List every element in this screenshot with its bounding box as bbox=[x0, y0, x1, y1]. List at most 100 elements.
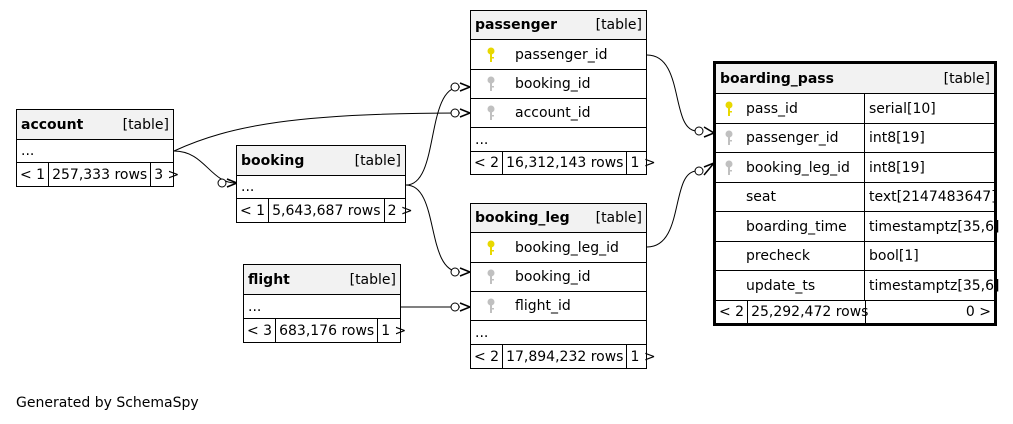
table-name: passenger bbox=[475, 17, 558, 33]
children-count[interactable]: 0 > bbox=[965, 304, 991, 320]
parents-count[interactable]: < 3 bbox=[247, 322, 273, 339]
column-name: flight_id bbox=[515, 298, 571, 314]
row-count: 17,894,232 rows bbox=[502, 345, 628, 368]
table-header: booking [table] bbox=[237, 146, 405, 176]
column-name: account_id bbox=[515, 105, 591, 121]
edge-end-circle bbox=[217, 178, 227, 188]
table-boarding-pass[interactable]: boarding_pass [table] pass_id serial[10]… bbox=[713, 61, 999, 326]
parents-count[interactable]: < 2 bbox=[474, 348, 500, 365]
edge-account-passenger bbox=[173, 112, 461, 152]
table-name: account bbox=[21, 116, 84, 133]
column-row: booking_id bbox=[471, 70, 646, 99]
crowfoot bbox=[459, 267, 473, 277]
column-row: booking_leg_id int8[19] bbox=[716, 153, 994, 183]
table-booking-leg[interactable]: booking_leg [table] booking_leg_id booki… bbox=[470, 203, 656, 369]
table-header: passenger [table] bbox=[471, 11, 646, 40]
table-passenger[interactable]: passenger [table] passenger_id booking_i… bbox=[470, 10, 656, 175]
column-name: passenger_id bbox=[515, 46, 608, 63]
table-name: flight bbox=[248, 271, 290, 288]
column-row: passenger_id int8[19] bbox=[716, 124, 994, 153]
table-footer: < 3 683,176 rows 1 > bbox=[244, 319, 406, 342]
edge-booking-passenger bbox=[405, 86, 461, 186]
edge-end-circle bbox=[450, 267, 460, 277]
ellipsis-row: ... bbox=[237, 176, 405, 199]
parents-count[interactable]: < 1 bbox=[20, 166, 46, 183]
edge-account-booking bbox=[173, 150, 237, 184]
ellipsis-row: ... bbox=[244, 295, 400, 319]
crowfoot bbox=[459, 302, 473, 312]
table-name: boarding_pass bbox=[720, 70, 834, 87]
table-footer: < 2 17,894,232 rows 1 > bbox=[471, 345, 656, 368]
table-footer: < 2 25,292,472 rows 0 > bbox=[716, 301, 994, 323]
edge-bookingleg-boardingpass bbox=[646, 170, 698, 248]
primary-key-icon bbox=[471, 233, 511, 262]
column-row: booking_id bbox=[471, 263, 646, 292]
row-count: 16,312,143 rows bbox=[502, 152, 628, 174]
column-type: serial[10] bbox=[864, 94, 994, 123]
parents-count[interactable]: < 1 bbox=[240, 202, 266, 219]
column-type: text[2147483647] bbox=[864, 183, 997, 211]
table-kind: [table] bbox=[349, 271, 396, 288]
foreign-key-icon bbox=[716, 124, 742, 152]
table-kind: [table] bbox=[122, 116, 169, 133]
column-type: int8[19] bbox=[864, 153, 994, 182]
table-name: booking bbox=[241, 152, 305, 169]
children-count[interactable]: 1 > bbox=[381, 322, 407, 339]
children-count[interactable]: 3 > bbox=[154, 166, 180, 183]
children-count[interactable]: 1 > bbox=[630, 155, 656, 171]
table-footer: < 1 257,333 rows 3 > bbox=[17, 163, 179, 186]
column-name: passenger_id bbox=[746, 130, 839, 146]
table-kind: [table] bbox=[943, 70, 990, 87]
table-footer: < 1 5,643,687 rows 2 > bbox=[237, 199, 413, 222]
column-row: update_ts timestamptz[35,6] bbox=[716, 271, 999, 301]
parents-count[interactable]: < 2 bbox=[474, 155, 500, 171]
parents-count[interactable]: < 2 bbox=[719, 304, 745, 320]
table-account[interactable]: account [table] ... < 1 257,333 rows 3 > bbox=[16, 109, 179, 187]
column-row: passenger_id bbox=[471, 40, 646, 70]
edge-end-circle bbox=[694, 126, 704, 136]
table-header: booking_leg [table] bbox=[471, 204, 646, 233]
column-type: timestamptz[35,6] bbox=[864, 271, 999, 300]
column-row: pass_id serial[10] bbox=[716, 94, 994, 124]
children-count[interactable]: 2 > bbox=[387, 202, 413, 219]
table-header: boarding_pass [table] bbox=[716, 64, 994, 94]
edge-end-circle bbox=[450, 302, 460, 312]
children-count[interactable]: 1 > bbox=[630, 348, 656, 365]
generated-by-credit: Generated by SchemaSpy bbox=[16, 395, 199, 411]
foreign-key-icon bbox=[716, 153, 742, 182]
table-header: account [table] bbox=[17, 110, 173, 140]
column-row: flight_id bbox=[471, 292, 646, 321]
edge-end-circle bbox=[450, 108, 460, 118]
column-name: update_ts bbox=[746, 277, 816, 294]
column-type: timestamptz[35,6] bbox=[864, 212, 999, 241]
column-row: account_id bbox=[471, 99, 646, 128]
primary-key-icon bbox=[716, 94, 742, 123]
row-count: 5,643,687 rows bbox=[268, 199, 385, 222]
edge-end-circle bbox=[450, 82, 460, 92]
table-kind: [table] bbox=[595, 210, 642, 226]
column-row: boarding_time timestamptz[35,6] bbox=[716, 212, 999, 242]
table-header: flight [table] bbox=[244, 265, 400, 295]
column-type: bool[1] bbox=[864, 242, 994, 270]
column-name: seat bbox=[746, 189, 776, 205]
row-count: 25,292,472 rows bbox=[747, 301, 868, 323]
foreign-key-icon bbox=[471, 99, 511, 127]
column-row: seat text[2147483647] bbox=[716, 183, 997, 212]
column-name: booking_id bbox=[515, 269, 591, 285]
column-name: booking_leg_id bbox=[515, 239, 619, 256]
column-name: precheck bbox=[746, 248, 810, 264]
ellipsis-row: ... bbox=[471, 128, 646, 152]
table-booking[interactable]: booking [table] ... < 1 5,643,687 rows 2… bbox=[236, 145, 413, 223]
column-row: precheck bool[1] bbox=[716, 242, 994, 271]
edge-end-circle bbox=[694, 166, 704, 176]
column-name: booking_leg_id bbox=[746, 159, 850, 176]
edge-passenger-boardingpass bbox=[646, 54, 698, 132]
foreign-key-icon bbox=[471, 292, 511, 320]
column-type: int8[19] bbox=[864, 124, 994, 152]
edge-booking-bookingleg bbox=[405, 184, 461, 273]
table-flight[interactable]: flight [table] ... < 3 683,176 rows 1 > bbox=[243, 264, 406, 343]
table-name: booking_leg bbox=[475, 210, 570, 226]
crowfoot bbox=[459, 82, 473, 92]
column-name: pass_id bbox=[746, 100, 798, 117]
